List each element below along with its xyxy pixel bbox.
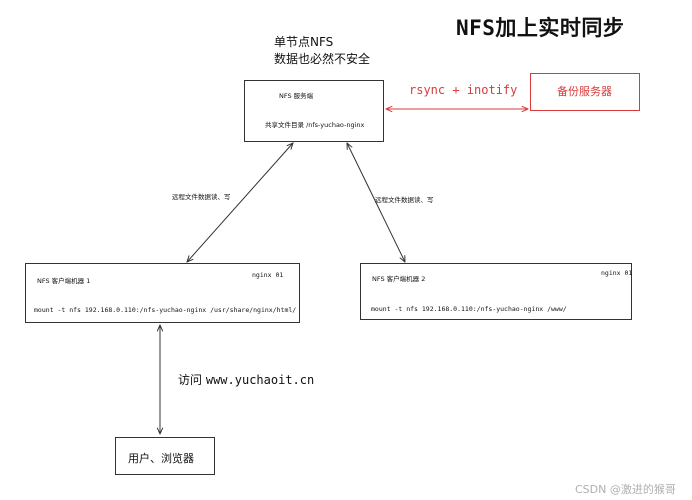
- nfs-client1-box: NFS 客户端机器 1 nginx 01 mount -t nfs 192.16…: [25, 263, 300, 323]
- backup-label: 备份服务器: [557, 85, 612, 98]
- backup-server-box: 备份服务器: [530, 73, 640, 111]
- arrow-server-client2: [347, 143, 405, 262]
- watermark: CSDN @激进的猴哥: [575, 483, 676, 496]
- note-line2: 数据也必然不安全: [274, 52, 371, 66]
- client1-mount-cmd: mount -t nfs 192.168.0.110:/nfs-yuchao-n…: [34, 306, 297, 314]
- client1-tag: nginx 01: [252, 271, 284, 279]
- client2-tag: nginx 01: [601, 269, 633, 277]
- arrow-label-left: 远程文件数据读、写: [172, 193, 231, 201]
- arrow-label-right: 远程文件数据读、写: [375, 196, 434, 204]
- client2-mount-cmd: mount -t nfs 192.168.0.110:/nfs-yuchao-n…: [371, 305, 567, 313]
- client1-title: NFS 客户端机器 1: [37, 277, 91, 285]
- visit-prefix: 访问: [178, 373, 203, 387]
- visit-label: 访问 www.yuchaoit.cn: [178, 371, 314, 388]
- user-browser-box: 用户、浏览器: [115, 437, 215, 475]
- sync-label: rsync + inotify: [409, 83, 518, 97]
- visit-url: www.yuchaoit.cn: [205, 373, 315, 387]
- arrow-server-client1: [187, 143, 293, 262]
- nfs-client2-box: NFS 客户端机器 2 nginx 01 mount -t nfs 192.16…: [360, 263, 632, 320]
- diagram-title: NFS加上实时同步: [456, 16, 625, 40]
- user-label: 用户、浏览器: [128, 452, 194, 465]
- note-text: 单节点NFS 数据也必然不安全: [274, 34, 370, 68]
- note-line1: 单节点NFS: [274, 35, 334, 49]
- server-title: NFS 服务端: [279, 92, 314, 100]
- nfs-server-box: NFS 服务端 共享文件目录 /nfs-yuchao-nginx: [244, 80, 384, 142]
- client2-title: NFS 客户端机器 2: [372, 275, 426, 283]
- server-share-dir: 共享文件目录 /nfs-yuchao-nginx: [265, 121, 365, 129]
